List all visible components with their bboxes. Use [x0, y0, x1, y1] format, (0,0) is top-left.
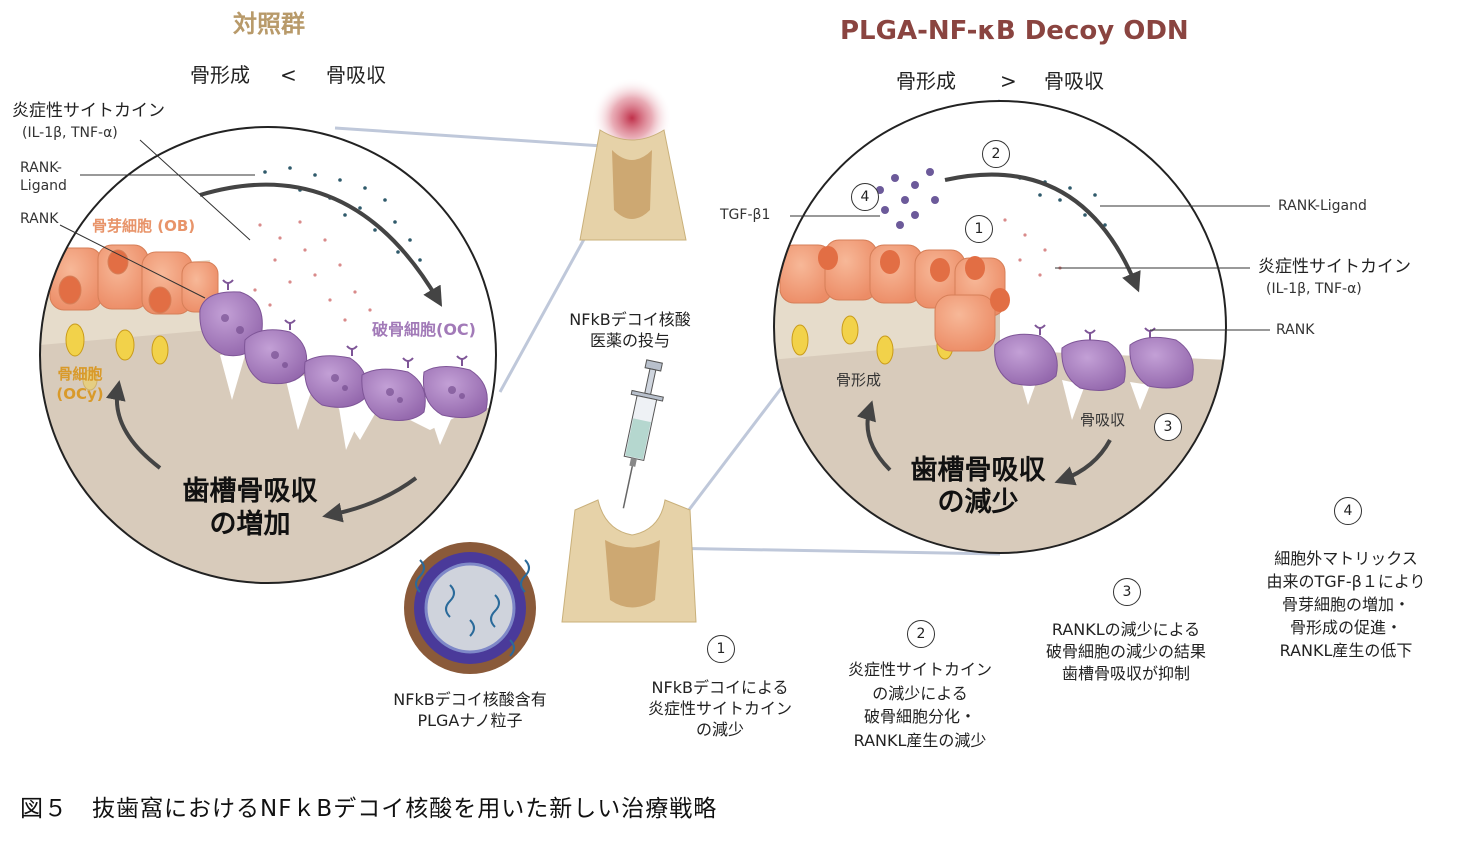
step-2-line-4: RANKL産生の減少 [853, 731, 987, 750]
treatment-circle [773, 100, 1270, 554]
particle-label-2: PLGAナノ粒子 [417, 711, 523, 730]
step-2-line-2: の減少による [872, 684, 968, 703]
control-circle [39, 126, 497, 584]
control-cytokine-sub: (IL-1β, TNF-α) [22, 125, 118, 141]
marker-4-in-circle: 4 [851, 183, 879, 211]
particle-label-1: NFkBデコイ核酸含有 [393, 690, 547, 709]
healed-socket [561, 499, 697, 623]
treatment-cytokine-sub: (IL-1β, TNF-α) [1266, 281, 1362, 297]
control-cytokine-label: 炎症性サイトカイン [12, 101, 165, 121]
step-1-number: 1 [707, 635, 735, 663]
treatment-result-1: 歯槽骨吸収 [910, 455, 1046, 486]
step-3-number: 3 [1113, 578, 1141, 606]
osteocyte-label-2: (OCy) [56, 385, 104, 403]
step-3-line-3: 歯槽骨吸収が抑制 [1061, 664, 1190, 683]
bone-resorption-label: 骨吸収 [1080, 411, 1126, 429]
step-3-line-2: 破骨細胞の減少の結果 [1045, 642, 1206, 661]
syringe-icon [622, 359, 664, 509]
step-3-line-1: RANKLの減少による [1051, 620, 1201, 639]
control-title: 対照群 [233, 10, 305, 38]
step-2-line-3: 破骨細胞分化・ [863, 707, 976, 726]
marker-3-in-circle: 3 [1154, 413, 1182, 441]
tgf-label: TGF-β1 [720, 207, 771, 223]
treatment-relation-right: 骨吸収 [1044, 69, 1104, 93]
step-4-number: 4 [1334, 497, 1362, 525]
step-4-line-2: 由来のTGF-β１により [1266, 572, 1426, 591]
step-1-line-1: NFkBデコイによる [651, 678, 789, 697]
control-relation-op: < [280, 63, 297, 87]
step-4-line-1: 細胞外マトリックス [1274, 549, 1418, 568]
control-rankl-label-2: Ligand [20, 178, 67, 194]
marker-1-in-circle: 1 [965, 215, 993, 243]
step-1-line-3: の減少 [695, 720, 744, 739]
treatment-rank-label: RANK [1276, 322, 1315, 338]
cytokine-dots-left [253, 220, 372, 322]
control-rankl-label-1: RANK- [20, 160, 62, 176]
control-rank-label: RANK [20, 211, 59, 227]
control-result-2: の増加 [209, 509, 291, 540]
step-1-line-2: 炎症性サイトカイン [647, 699, 792, 718]
control-relation-right: 骨吸収 [326, 63, 386, 87]
treatment-result-2: の減少 [937, 487, 1019, 518]
treatment-title: PLGA-NF-κB Decoy ODN [840, 16, 1189, 46]
admin-label-1: NFkBデコイ核酸 [569, 310, 691, 329]
inflamed-socket [579, 78, 687, 241]
control-relation-left: 骨形成 [190, 63, 250, 87]
step-2-number: 2 [907, 620, 935, 648]
bone-formation-label: 骨形成 [836, 371, 882, 389]
osteoblasts [49, 244, 219, 315]
control-result-1: 歯槽骨吸収 [182, 476, 318, 507]
admin-label-2: 医薬の投与 [589, 331, 670, 350]
osteocytes [65, 323, 169, 391]
osteoblast-label: 骨芽細胞 (OB) [92, 217, 196, 235]
treatment-relation-op: > [1000, 69, 1017, 93]
step-4-line-5: RANKL産生の低下 [1279, 641, 1413, 660]
treatment-cytokine-label: 炎症性サイトカイン [1258, 257, 1411, 277]
step-4-line-3: 骨芽細胞の増加・ [1281, 595, 1410, 614]
osteocyte-label-1: 骨細胞 [57, 365, 103, 383]
step-4-line-4: 骨形成の促進・ [1289, 618, 1402, 637]
treatment-rankl-label: RANK-Ligand [1278, 198, 1367, 214]
nanoparticle-icon [404, 542, 536, 674]
treatment-relation-left: 骨形成 [896, 69, 956, 93]
marker-2-in-circle: 2 [982, 140, 1010, 168]
step-2-line-1: 炎症性サイトカイン [847, 660, 992, 679]
osteoclast-label: 破骨細胞(OC) [372, 320, 476, 339]
figure-caption: 図５ 抜歯窩におけるNFｋBデコイ核酸を用いた新しい治療戦略 [20, 796, 718, 822]
